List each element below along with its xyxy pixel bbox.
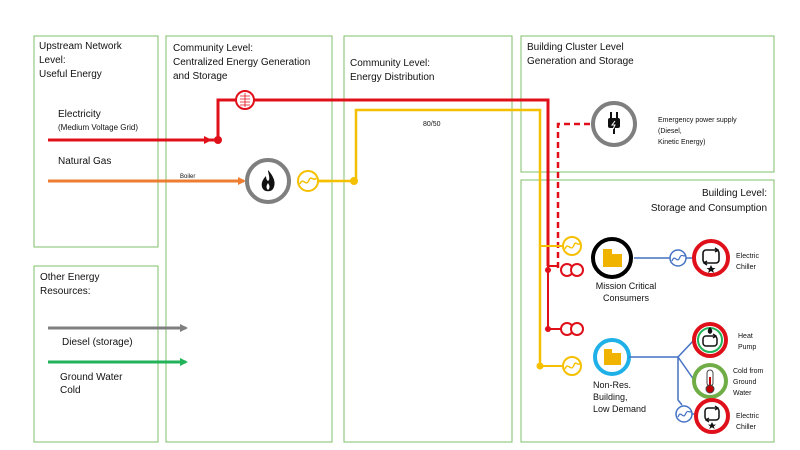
panel-centralized-generation: Community Level:Centralized Energy Gener…	[165, 35, 333, 443]
electricity-sublabel: (Medium Voltage Grid)	[58, 123, 138, 132]
heat-exchanger-icon	[297, 170, 319, 192]
emergency-label: Emergency power supply(Diesel,Kinetic En…	[658, 117, 737, 146]
heat-exchanger-icon	[675, 405, 693, 423]
boiler-unit	[245, 158, 291, 204]
panel-building-level: Building Level:Storage and Consumption	[520, 179, 775, 443]
transformer-icon	[560, 263, 584, 277]
natural-gas-label: Natural Gas	[58, 156, 111, 167]
cycle-arrows-icon	[702, 327, 718, 347]
diesel-label: Diesel (storage)	[62, 337, 133, 348]
plug-icon	[608, 112, 620, 134]
heat-exchanger-icon	[562, 356, 582, 376]
electric-heater-icon	[235, 90, 255, 110]
svg-text:Community Level:Energy Distrib: Community Level:Energy Distribution	[350, 58, 434, 83]
electric-chiller-1	[692, 239, 730, 277]
non-res-building	[593, 338, 631, 376]
heat-exchanger-icon	[562, 236, 582, 256]
thermometer-icon	[705, 369, 715, 394]
cycle-arrows-icon	[702, 247, 720, 273]
building-icon	[604, 349, 621, 365]
supply-temperature-label: 80/50	[423, 121, 441, 128]
emergency-feed-line	[556, 122, 590, 270]
flame-icon	[261, 170, 275, 192]
svg-text:Building Level:Storage and Con: Building Level:Storage and Consumption	[651, 188, 767, 214]
heat-exchanger-icon	[669, 249, 687, 267]
building-icon	[603, 249, 622, 267]
electric-chiller-2	[694, 398, 730, 434]
cycle-arrows-icon	[704, 405, 720, 429]
svg-text:Community Level:Centralized En: Community Level:Centralized Energy Gener…	[173, 43, 310, 82]
transformer-icon	[560, 322, 584, 336]
emergency-power-unit	[591, 101, 637, 147]
mission-critical-consumers	[591, 237, 633, 279]
cooling-distribution-lines	[629, 339, 695, 406]
electricity-label: Electricity	[58, 109, 101, 120]
electricity-line	[48, 98, 562, 332]
heat-pump	[692, 322, 728, 358]
heat-network-line	[300, 108, 562, 370]
boiler-label: Boiler	[180, 174, 195, 180]
panel-energy-distribution: Community Level:Energy Distribution	[343, 35, 513, 443]
ground-water-cold-unit	[692, 363, 728, 399]
non-res-label: Non-Res.Building,Low Demand	[593, 380, 646, 414]
